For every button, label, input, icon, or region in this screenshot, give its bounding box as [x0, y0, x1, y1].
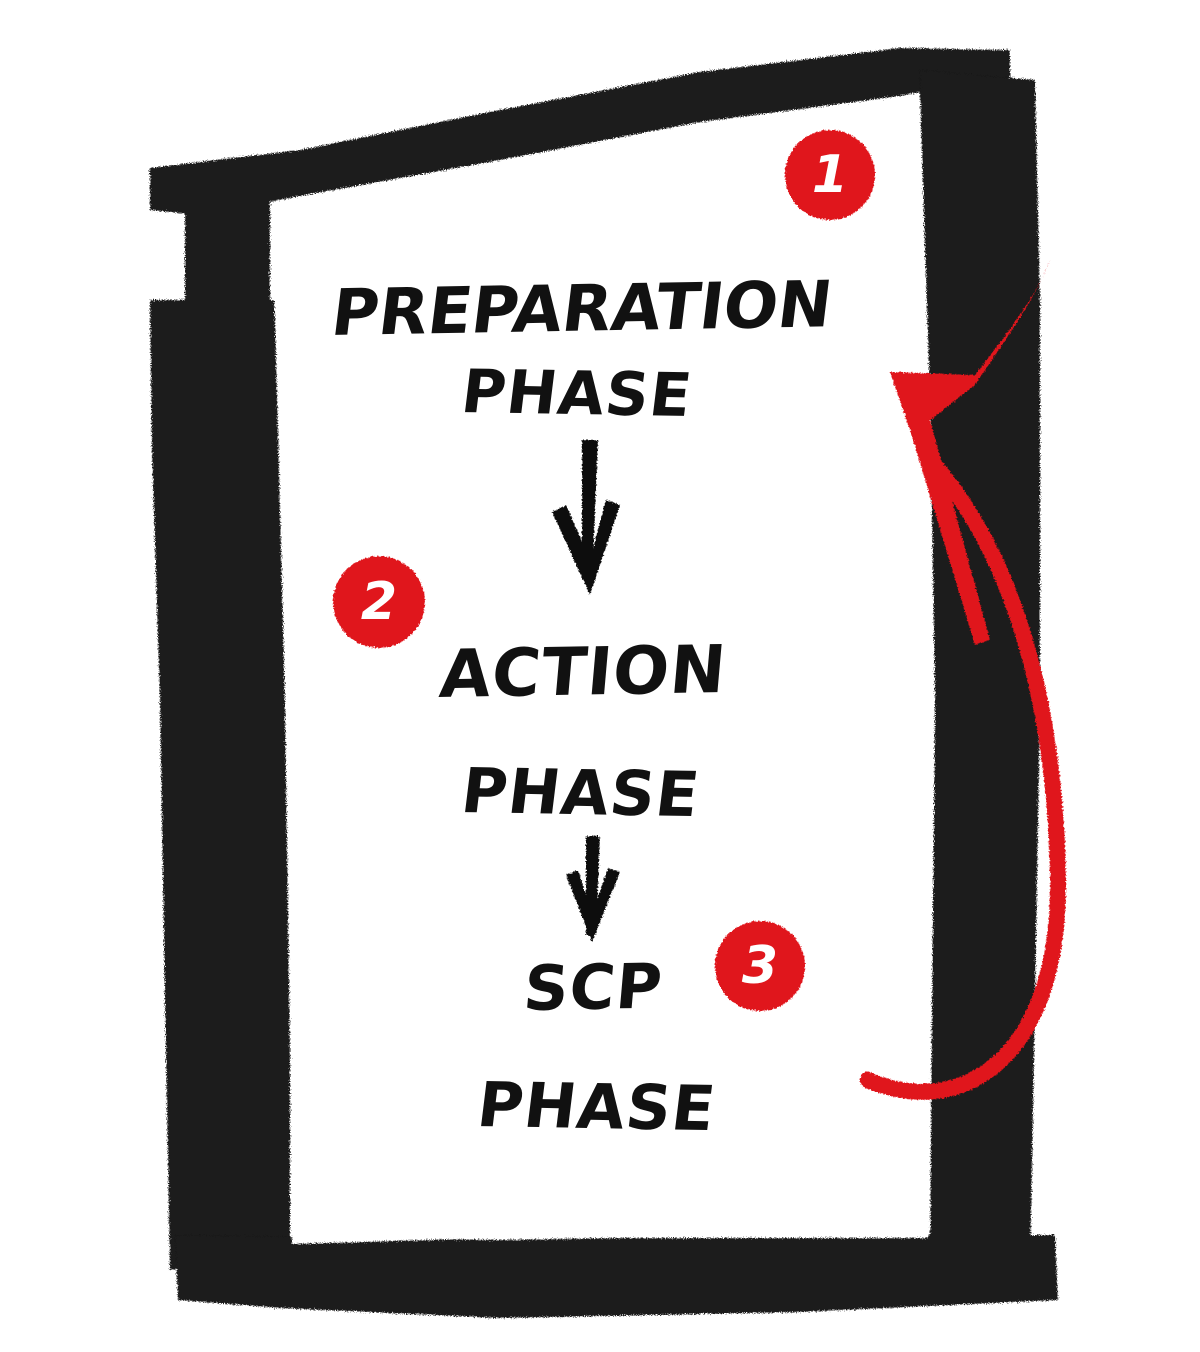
phase-2-number-badge: 2: [328, 548, 430, 656]
phase-1-number: 1: [811, 145, 849, 205]
arrow-prep-to-action: [552, 440, 620, 595]
return-arrow-head: [890, 260, 1050, 645]
arrow-action-to-scp: [566, 836, 620, 942]
phase-3-number-badge: 3: [710, 916, 810, 1016]
phase-3-number: 3: [741, 936, 779, 996]
badge-circle-icon: [715, 921, 805, 1011]
frame-bottom: [175, 1235, 1058, 1318]
return-arrow: [860, 260, 1067, 1100]
frame-top: [150, 48, 1010, 215]
frame-notch: [185, 190, 270, 310]
phase-2-number: 2: [360, 572, 398, 632]
phase-3-subtitle: PHASE: [473, 1068, 720, 1146]
phase-2-subtitle: PHASE: [457, 754, 704, 832]
phase-1-title: PREPARATION: [327, 268, 837, 352]
phase-1-subtitle: PHASE: [457, 357, 697, 431]
badge-circle-icon: [785, 130, 875, 220]
phase-2-title: ACTION: [436, 630, 730, 714]
frame-right: [920, 70, 1040, 1280]
frame-left: [150, 300, 290, 1270]
return-arrow-curve: [860, 452, 1067, 1100]
phase-3-title: SCP: [520, 949, 666, 1026]
badge-circle-icon: [333, 556, 425, 648]
phase-1-number-badge: 1: [780, 125, 880, 225]
